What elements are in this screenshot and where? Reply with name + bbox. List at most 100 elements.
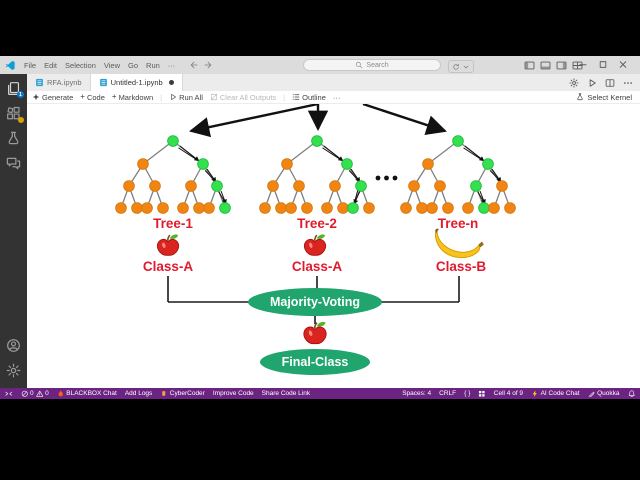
plus-icon: + (80, 92, 85, 101)
chat-documents-icon[interactable]: 1 (6, 81, 24, 98)
search-input[interactable]: Search (303, 59, 441, 71)
status-label: CRLF (439, 390, 457, 397)
orange-node (275, 202, 287, 214)
add-markdown-button[interactable]: + Markdown (112, 93, 153, 102)
settings-gear-icon[interactable] (6, 363, 21, 378)
run-all-button[interactable]: Run All (169, 93, 203, 102)
menu-item-file[interactable]: File (24, 60, 37, 70)
class-label: Class-A (292, 259, 343, 274)
menu-item-run[interactable]: Run (146, 60, 160, 70)
toggle-sidebar-icon[interactable] (524, 60, 535, 71)
add-code-button[interactable]: + Code (80, 93, 105, 102)
status-remote-indicator[interactable] (5, 390, 13, 398)
back-icon[interactable] (188, 60, 198, 70)
configure-gear-icon[interactable] (569, 77, 579, 88)
kernel-flask-icon (576, 93, 584, 101)
orange-node (157, 202, 169, 214)
toggle-secondary-sidebar-icon[interactable] (556, 60, 567, 71)
class-label: Class-B (436, 259, 487, 274)
search-placeholder: Search (366, 61, 389, 69)
status-quokka[interactable]: Quokka (588, 390, 620, 398)
vscode-logo (5, 60, 16, 71)
menu-item-edit[interactable]: Edit (44, 60, 58, 70)
orange-node (488, 202, 500, 214)
status-label: 0 (45, 390, 49, 397)
select-kernel-button[interactable]: Select Kernel (576, 93, 640, 102)
testing-flask-icon[interactable] (6, 131, 21, 146)
green-node (470, 180, 482, 192)
minimize-icon[interactable] (578, 59, 588, 70)
status-cell-indicator[interactable]: Cell 4 of 9 (494, 390, 523, 397)
maximize-icon[interactable] (598, 59, 608, 70)
status-ai-code-chat[interactable]: AI Code Chat (531, 390, 580, 398)
toggle-panel-icon[interactable] (540, 60, 551, 71)
customize-layout-icon[interactable] (572, 60, 583, 71)
menu-item-view[interactable]: View (103, 60, 121, 70)
forward-icon[interactable] (204, 60, 214, 70)
account-icon[interactable] (6, 338, 21, 353)
chat-badge: 1 (17, 91, 24, 98)
orange-node (301, 202, 313, 214)
outline-button[interactable]: Outline (292, 93, 326, 102)
status-blackbox-chat[interactable]: BLACKBOX Chat (57, 390, 117, 398)
orange-node (185, 180, 197, 192)
status-notifications[interactable] (628, 390, 636, 398)
menu-item-[interactable]: ··· (167, 60, 176, 70)
plus-icon: + (111, 92, 117, 101)
class-label: Class-A (143, 259, 194, 274)
orange-node (337, 202, 349, 214)
comments-icon[interactable] (6, 156, 21, 171)
refresh-control[interactable] (448, 60, 474, 73)
orange-node (267, 180, 279, 192)
split-editor-icon[interactable] (605, 78, 615, 88)
status-language-mode[interactable]: { } (464, 390, 470, 397)
run-all-play-icon (169, 93, 177, 101)
orange-node (193, 202, 205, 214)
hand-icon (160, 390, 168, 398)
status-eol-sequence[interactable]: CRLF (439, 390, 456, 397)
green-node (482, 158, 494, 170)
green-node (167, 135, 179, 147)
tab-rfa-ipynb[interactable]: RFA.ipynb (27, 74, 91, 91)
markdown-label: Markdown (118, 92, 154, 102)
lightning-icon (531, 390, 539, 398)
error-icon (21, 390, 29, 398)
orange-node (321, 202, 333, 214)
green-node (211, 180, 223, 192)
orange-node (400, 202, 412, 214)
menu-item-selection[interactable]: Selection (65, 60, 96, 70)
extensions-icon[interactable] (6, 106, 24, 123)
orange-node (141, 202, 153, 214)
tab-untitled-1-ipynb[interactable]: Untitled-1.ipynb (90, 74, 183, 91)
grid-icon (478, 390, 486, 398)
toolbar-more-button[interactable]: ··· (333, 93, 341, 102)
close-icon[interactable] (618, 59, 628, 70)
status-share-code-link[interactable]: Share Code Link (262, 390, 310, 397)
orange-node (285, 202, 297, 214)
status-label: Quokka (597, 390, 620, 397)
orange-node (203, 202, 215, 214)
orange-node (363, 202, 375, 214)
ellipsis-dot (392, 175, 398, 181)
orange-node (408, 180, 420, 192)
status-indent-spaces[interactable]: Spaces: 4 (402, 390, 431, 397)
random-forest-diagram: Tree-1Class-ATree-2Class-ATree-nClass-BM… (115, 104, 516, 375)
run-play-icon[interactable] (587, 78, 597, 88)
status-cybercoder[interactable]: CyberCoder (160, 390, 205, 398)
clear-all-outputs-button[interactable]: Clear All Outputs (210, 93, 276, 102)
status-improve-code[interactable]: Improve Code (213, 390, 254, 397)
wand-icon (588, 390, 596, 398)
status-add-logs[interactable]: Add Logs (125, 390, 152, 397)
editor-actions (569, 74, 640, 91)
menu-item-go[interactable]: Go (128, 60, 139, 70)
status-notebook-grid[interactable] (478, 390, 486, 398)
orange-node (123, 180, 135, 192)
menu-bar: File Edit Selection View Go Run ··· (20, 61, 179, 70)
more-actions-icon[interactable] (623, 78, 633, 88)
generate-button[interactable]: Generate (32, 93, 73, 102)
